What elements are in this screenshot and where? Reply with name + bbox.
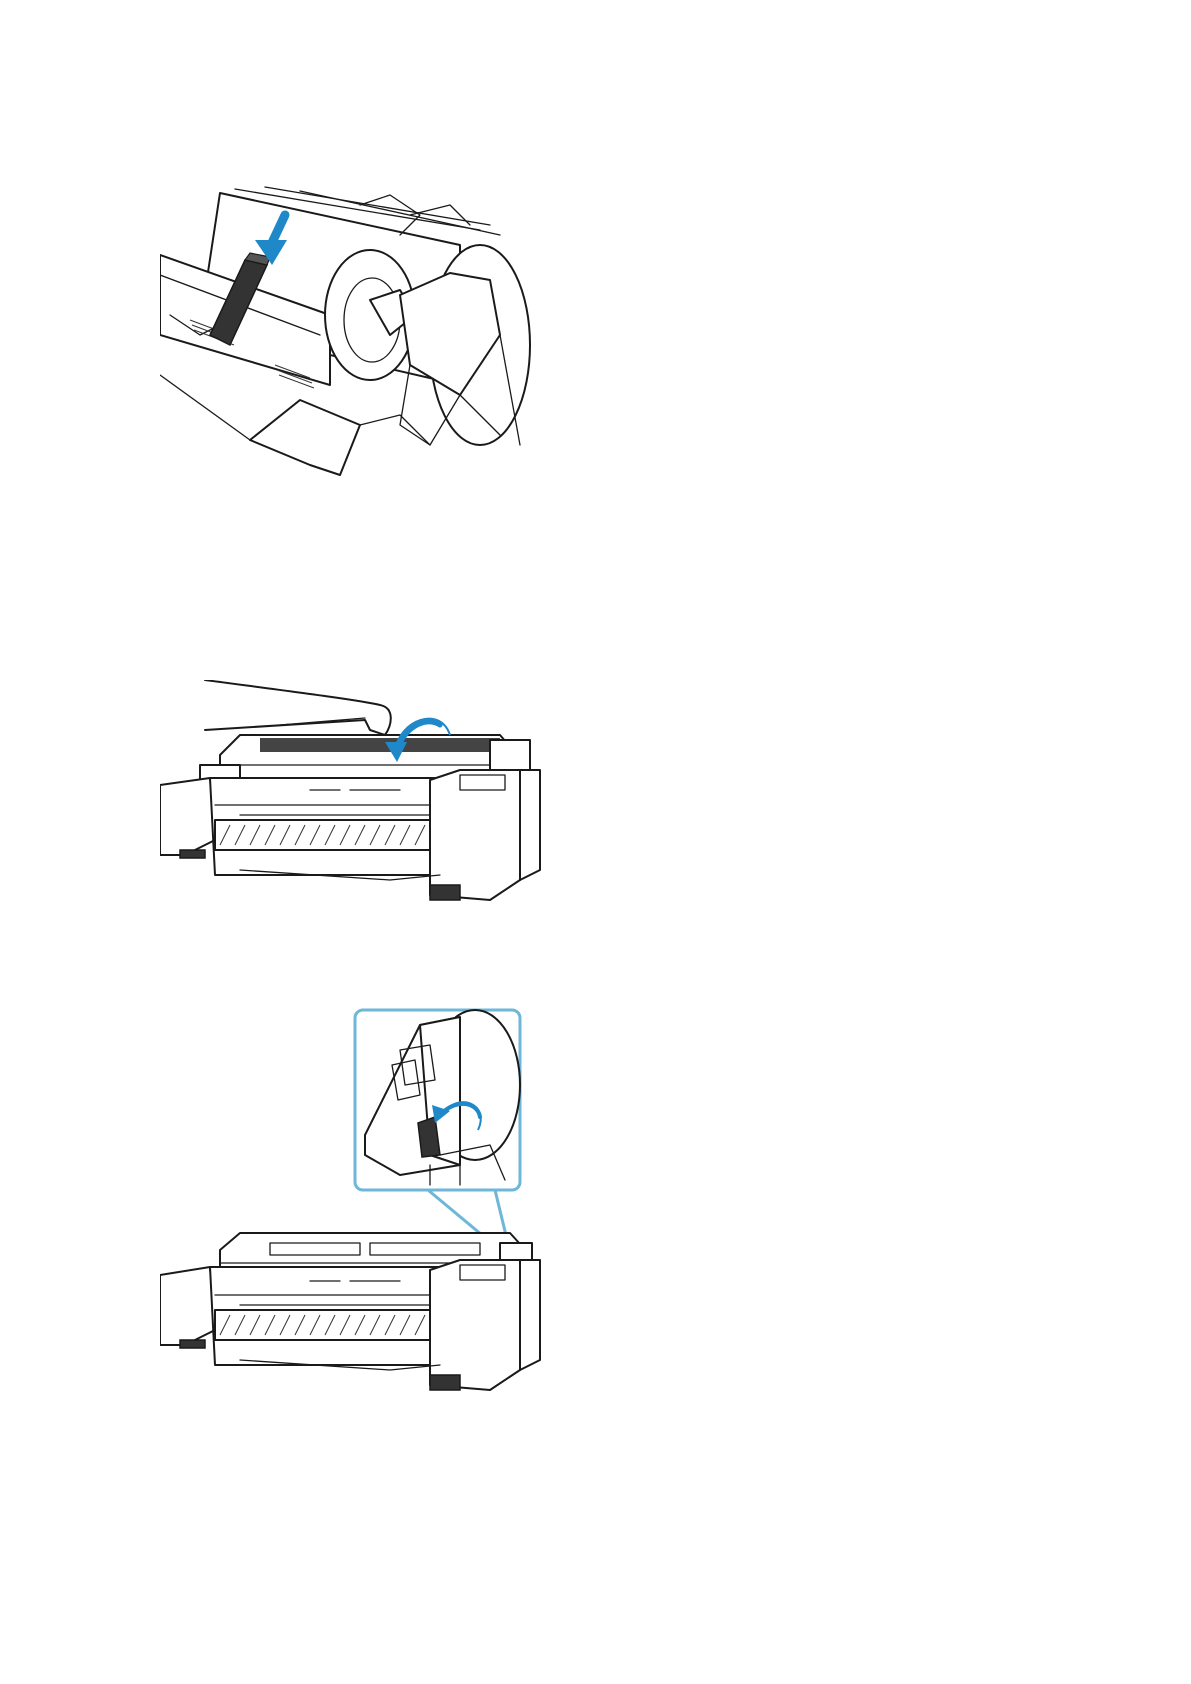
close-top-cover-illustration: [160, 680, 580, 950]
lower-release-lever-illustration: [160, 1005, 580, 1465]
roll-holder-insert-illustration: [160, 185, 580, 485]
